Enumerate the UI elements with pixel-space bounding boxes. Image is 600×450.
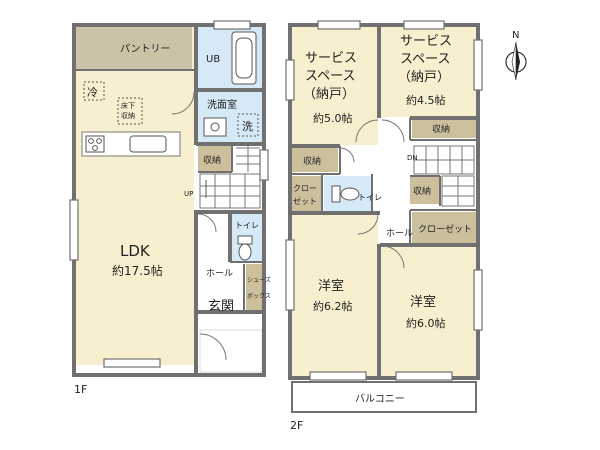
stairs-1f bbox=[199, 173, 261, 209]
laundry-space bbox=[237, 113, 259, 137]
hall-1f-label: ホール bbox=[206, 268, 233, 279]
service-right-label-3: （納戸） bbox=[398, 70, 450, 85]
ldk-floor bbox=[74, 25, 194, 365]
laundry-label: 洗 bbox=[242, 120, 253, 133]
windows-1f bbox=[69, 20, 269, 368]
western-left-room bbox=[292, 214, 378, 376]
service-right-size: 約4.5帖 bbox=[406, 93, 446, 107]
hall-2f-label: ホール bbox=[386, 228, 413, 239]
up-label: UP bbox=[184, 190, 193, 198]
entrance-label: 玄関 bbox=[208, 299, 234, 314]
balcony-label: バルコニー bbox=[355, 393, 405, 405]
storage-c-room bbox=[410, 176, 440, 204]
stairs-2f bbox=[413, 145, 475, 207]
floor1-label: 1F bbox=[74, 383, 87, 396]
doors-1f bbox=[171, 91, 227, 361]
storage-c-label: 収納 bbox=[413, 185, 431, 197]
service-left-room bbox=[292, 27, 378, 145]
pantry-room bbox=[76, 27, 192, 69]
storage-1f-label: 収納 bbox=[203, 154, 221, 166]
windows-2f bbox=[285, 20, 483, 381]
walls-2f bbox=[288, 23, 480, 380]
ldk-label: LDK bbox=[120, 242, 151, 260]
storage-1f bbox=[198, 146, 232, 172]
western-left-name: 洋室 bbox=[318, 278, 344, 294]
western-right-name: 洋室 bbox=[410, 294, 436, 310]
shoebox-label-2: ボックス bbox=[247, 292, 271, 300]
washroom-label: 洗面室 bbox=[207, 98, 237, 111]
doors-2f bbox=[339, 119, 405, 269]
balcony bbox=[291, 381, 477, 413]
underfloor-label-2: 収納 bbox=[121, 111, 135, 120]
storage-a-room bbox=[412, 118, 476, 138]
hall-2f-floor bbox=[380, 146, 410, 246]
service-left-label-1: サービス bbox=[305, 51, 357, 66]
dn-label: DN bbox=[407, 154, 418, 162]
compass-icon bbox=[505, 41, 527, 81]
western-right-size: 約6.0帖 bbox=[406, 316, 446, 330]
closet-left-label-2: ゼット bbox=[293, 196, 317, 206]
storage-b-label: 収納 bbox=[303, 155, 321, 167]
underfloor-storage bbox=[117, 97, 143, 125]
floor2-label: 2F bbox=[290, 419, 303, 432]
floor-2 bbox=[285, 20, 483, 413]
service-left-label-3: （納戸） bbox=[303, 87, 355, 102]
service-left-label-2: スペース bbox=[305, 69, 355, 84]
service-right-label-1: サービス bbox=[400, 34, 452, 49]
toilet-fixture-1f bbox=[237, 235, 253, 261]
shoebox-label-1: シューズ bbox=[247, 276, 271, 284]
toilet-fixture-2f bbox=[331, 185, 360, 203]
shoebox-room bbox=[246, 264, 262, 310]
service-right-label-2: スペース bbox=[400, 52, 450, 67]
fridge-space bbox=[83, 81, 105, 101]
pantry-label: パントリー bbox=[120, 43, 171, 55]
closet-right-room bbox=[412, 212, 476, 244]
compass-label: N bbox=[512, 30, 519, 41]
toilet-2f-label: トイレ bbox=[358, 193, 382, 202]
western-right-room bbox=[380, 246, 476, 376]
toilet-1f-label: トイレ bbox=[235, 221, 259, 230]
ub-label: UB bbox=[206, 54, 220, 65]
bathtub bbox=[231, 31, 257, 85]
entrance-tiles bbox=[199, 329, 263, 373]
storage-a-label: 収納 bbox=[432, 123, 450, 135]
underfloor-label-1: 床下 bbox=[121, 101, 135, 110]
service-left-size: 約5.0帖 bbox=[313, 111, 353, 125]
closet-left-label-1: クロー bbox=[293, 184, 317, 193]
fridge-label: 冷 bbox=[87, 86, 98, 99]
stairs-1f-upper bbox=[236, 146, 260, 172]
kitchen-counter bbox=[81, 131, 181, 157]
thin-walls-1f bbox=[76, 69, 264, 312]
ldk-size-label: 約17.5帖 bbox=[112, 263, 163, 278]
closet-right-label: クローゼット bbox=[418, 223, 472, 235]
washbasin bbox=[203, 117, 227, 137]
floor-1 bbox=[69, 20, 269, 377]
western-left-size: 約6.2帖 bbox=[313, 299, 353, 313]
thin-walls-2f bbox=[290, 118, 478, 245]
storage-b-room bbox=[292, 148, 338, 172]
service-right-room bbox=[380, 27, 476, 117]
closet-left-room bbox=[292, 176, 322, 212]
